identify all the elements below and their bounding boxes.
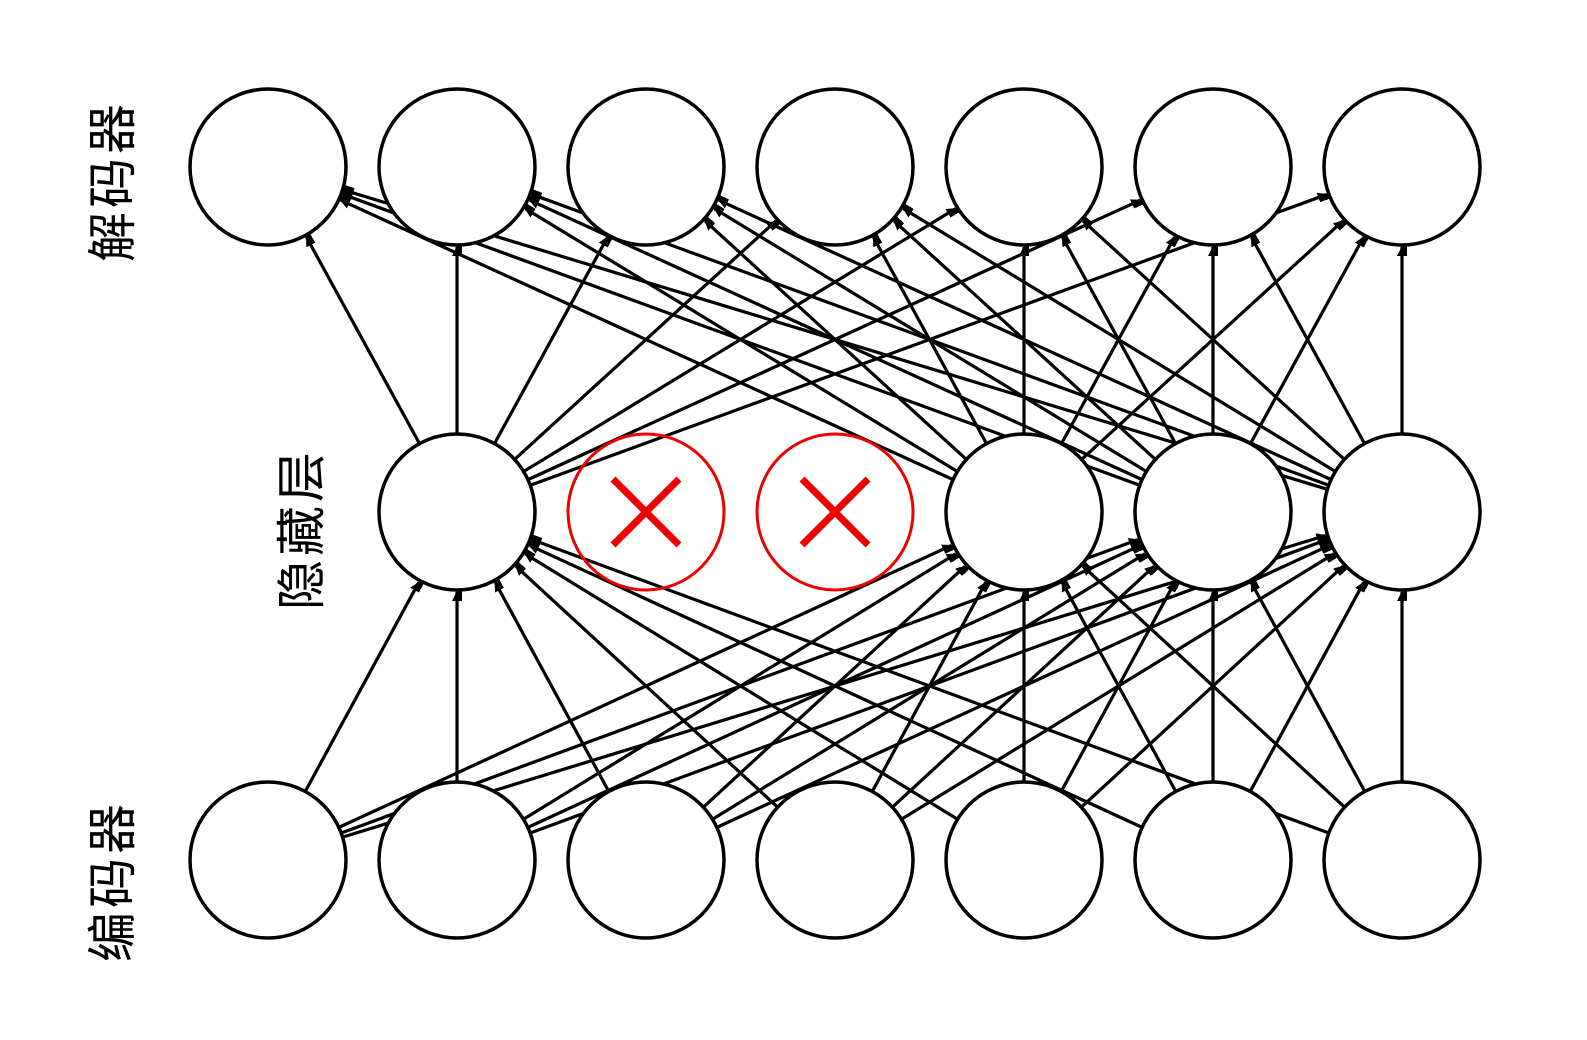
edge-hidden-5-decoder-4 bbox=[1083, 221, 1346, 461]
edge-hidden-3-decoder-0 bbox=[341, 200, 954, 482]
encoder-node-5 bbox=[1133, 780, 1293, 940]
edge-hidden-0-decoder-2 bbox=[493, 237, 607, 445]
edge-encoder-0-hidden-0 bbox=[303, 582, 419, 793]
encoder-to-hidden-edges bbox=[303, 535, 1402, 839]
edge-encoder-3-hidden-0 bbox=[516, 566, 779, 809]
edge-encoder-2-hidden-0 bbox=[495, 582, 611, 793]
decoder-node-2 bbox=[566, 87, 726, 247]
encoder-node-2 bbox=[566, 780, 726, 940]
edge-encoder-4-hidden-0 bbox=[525, 554, 959, 821]
edge-encoder-6-hidden-3 bbox=[1083, 566, 1346, 809]
encoder-node-0 bbox=[188, 780, 348, 940]
edge-encoder-6-hidden-4 bbox=[1251, 582, 1367, 793]
encoder-node-6 bbox=[1322, 780, 1482, 940]
cross-icon bbox=[799, 476, 871, 548]
decoder-node-0 bbox=[188, 87, 348, 247]
edge-hidden-5-decoder-0 bbox=[345, 190, 1328, 491]
hidden-to-decoder-edges bbox=[306, 190, 1402, 491]
decoder-node-6 bbox=[1322, 87, 1482, 247]
edge-encoder-5-hidden-3 bbox=[1062, 582, 1178, 793]
edge-encoder-5-hidden-0 bbox=[530, 545, 1143, 829]
encoder-node-1 bbox=[377, 780, 537, 940]
edge-hidden-5-decoder-2 bbox=[719, 200, 1332, 482]
decoder-node-5 bbox=[1133, 87, 1293, 247]
hidden-nodes bbox=[377, 432, 1482, 592]
edge-hidden-0-decoder-0 bbox=[306, 237, 421, 445]
decoder-nodes bbox=[188, 87, 1482, 247]
encoder-node-3 bbox=[755, 780, 915, 940]
edge-hidden-5-decoder-5 bbox=[1251, 237, 1366, 445]
cross-icon bbox=[610, 476, 682, 548]
dropped-hidden-node-1 bbox=[566, 432, 726, 592]
decoder-node-4 bbox=[944, 87, 1104, 247]
dropped-hidden-node-2 bbox=[755, 432, 915, 592]
hidden-node-3 bbox=[944, 432, 1104, 592]
hidden-node-0 bbox=[377, 432, 537, 592]
hidden-node-5 bbox=[1322, 432, 1482, 592]
decoder-node-3 bbox=[755, 87, 915, 247]
hidden-node-4 bbox=[1133, 432, 1293, 592]
encoder-nodes bbox=[188, 780, 1482, 940]
decoder-node-1 bbox=[377, 87, 537, 247]
edge-hidden-5-decoder-3 bbox=[903, 209, 1337, 473]
encoder-node-4 bbox=[944, 780, 1104, 940]
